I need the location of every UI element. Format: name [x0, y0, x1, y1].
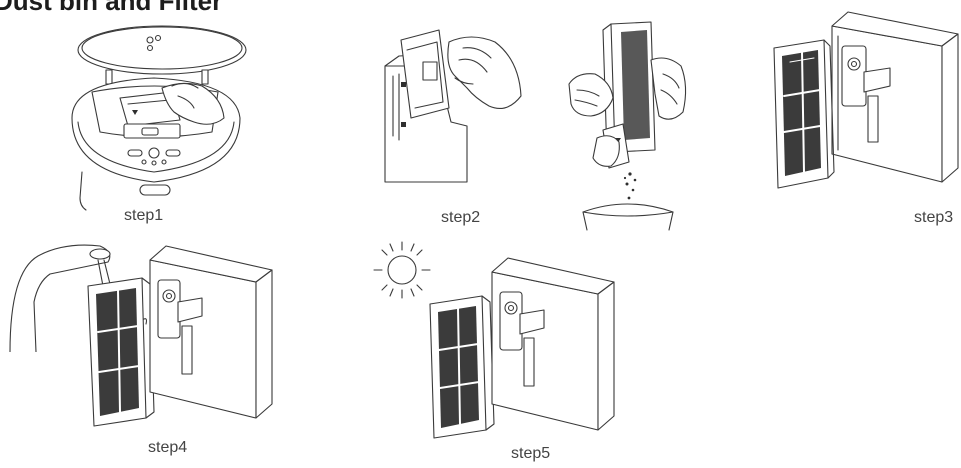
step5-illustration — [368, 238, 654, 438]
step3-label: step3 — [914, 209, 953, 227]
step3-illustration — [772, 6, 960, 196]
step1-illustration — [62, 22, 252, 210]
step2-open-bin-illustration — [383, 26, 523, 186]
step1-label: step1 — [124, 207, 163, 225]
step2-label: step2 — [441, 209, 480, 227]
step4-illustration — [4, 232, 276, 432]
step4-label: step4 — [148, 439, 187, 457]
page-title: Dust bin and Filter — [0, 0, 222, 17]
step2-tap-filter-illustration — [567, 20, 691, 232]
step5-label: step5 — [511, 445, 550, 463]
